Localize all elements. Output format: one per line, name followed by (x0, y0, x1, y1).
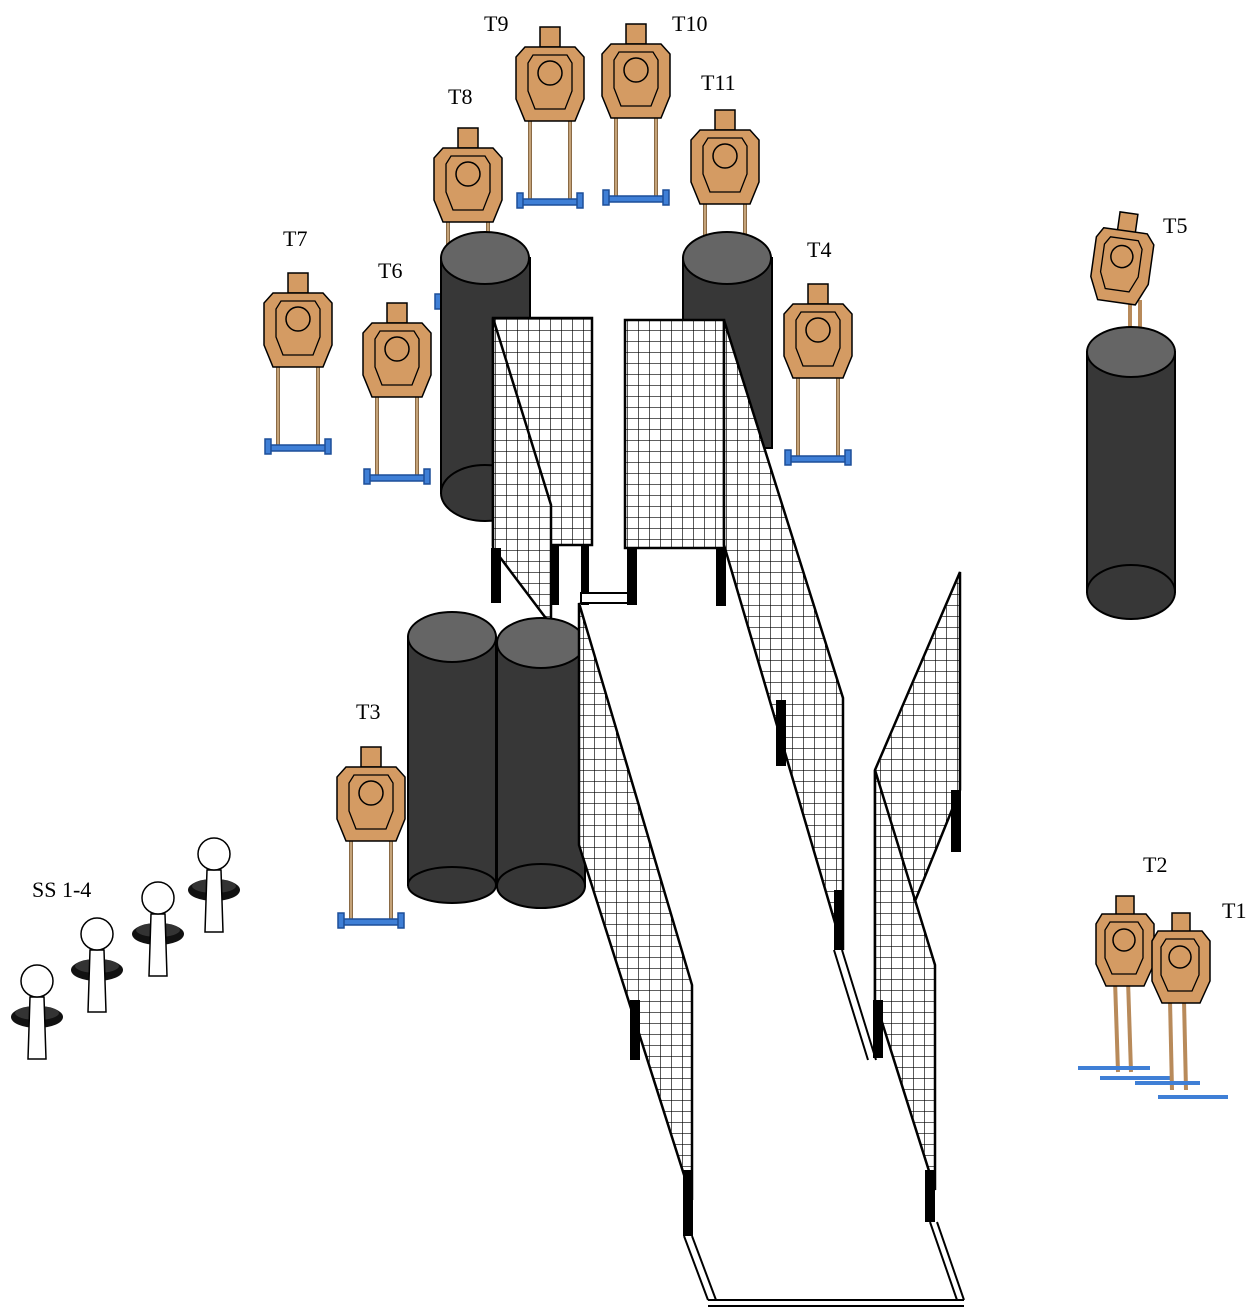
label-t1: T1 (1222, 898, 1246, 923)
label-t7: T7 (283, 226, 307, 251)
target-t6 (361, 301, 433, 486)
target-t5 (1086, 208, 1159, 335)
fence-left-front (577, 602, 694, 1236)
steel-target-3 (131, 881, 185, 977)
barrel-t5 (1086, 326, 1176, 620)
label-t2: T2 (1143, 852, 1167, 877)
label-t5: T5 (1163, 213, 1187, 238)
label-t11: T11 (701, 70, 736, 95)
barrel-front-left (407, 611, 497, 904)
target-t3 (335, 745, 407, 930)
target-t4 (782, 282, 854, 467)
steel-target-1 (10, 964, 64, 1060)
target-t7 (262, 271, 334, 456)
label-t4: T4 (807, 237, 831, 262)
fence-right-long (722, 319, 845, 951)
label-steel: SS 1-4 (32, 877, 91, 902)
label-t10: T10 (672, 11, 707, 36)
target-t1 (1135, 912, 1228, 1099)
target-t9 (514, 25, 586, 210)
target-t10 (600, 22, 672, 207)
label-t9: T9 (484, 11, 508, 36)
label-t3: T3 (356, 699, 380, 724)
steel-target-2 (70, 917, 124, 1013)
target-t2 (1078, 895, 1170, 1080)
fence-back-right (623, 318, 726, 606)
fault-line (683, 949, 965, 1307)
barrel-front-right (496, 617, 586, 909)
fence-right-front (873, 571, 962, 1222)
label-t6: T6 (378, 258, 402, 283)
steel-target-4 (187, 837, 241, 933)
label-t8: T8 (448, 84, 472, 109)
